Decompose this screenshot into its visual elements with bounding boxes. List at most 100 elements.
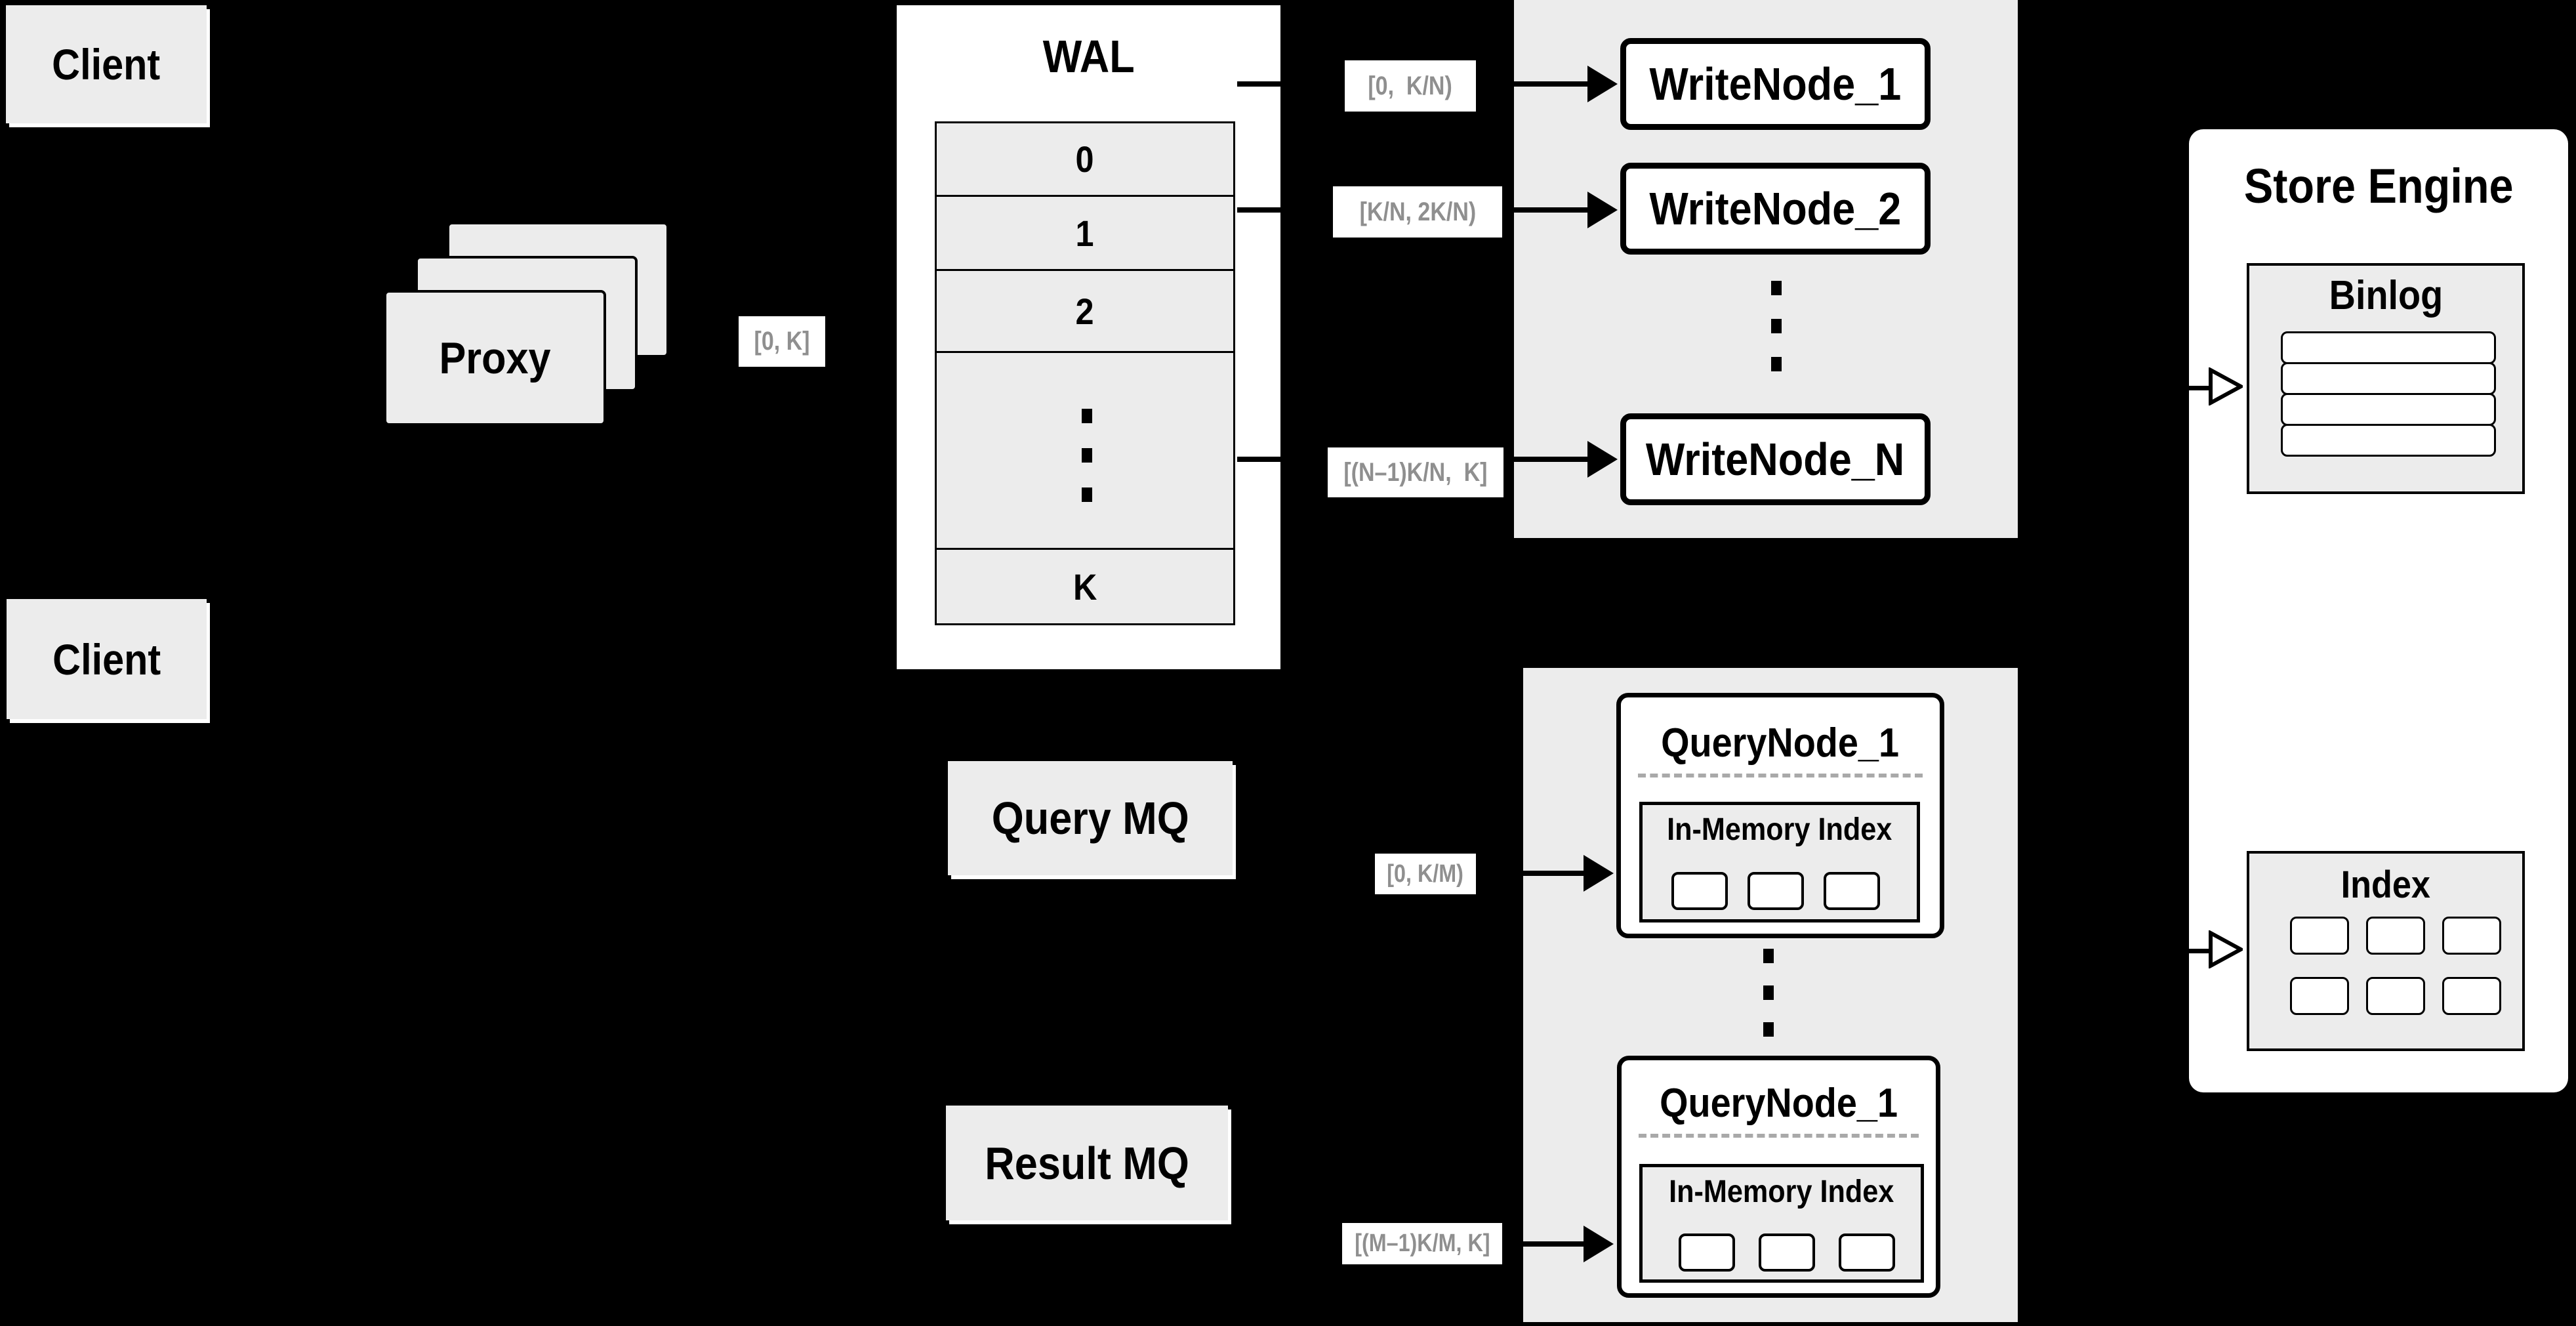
index-title-text: Index [2341, 863, 2431, 906]
ellipsis-dot [1082, 487, 1092, 502]
index-cell [2366, 977, 2425, 1015]
arrow-head-to-write-node-n [1587, 441, 1618, 478]
memory-segment-cell [1679, 1233, 1735, 1272]
wal-segment-2: 2 [1075, 290, 1095, 332]
wal-segment-0: 0 [1075, 138, 1095, 180]
binlog-title-text: Binlog [2329, 273, 2443, 318]
arrow-head-to-query-node-bottom [1584, 1226, 1614, 1262]
index-cell [2290, 977, 2349, 1015]
binlog-row [2281, 424, 2496, 457]
write-node-n-label: WriteNode_N [1646, 434, 1905, 485]
index-box: Index [2247, 851, 2525, 1051]
memory-segment-cell [1671, 872, 1728, 910]
range-chip-query-m-text: [(M–1)K/M, K] [1354, 1230, 1490, 1257]
in-memory-index-box-bottom: In-Memory Index [1639, 1164, 1924, 1283]
range-chip-write-1-text: [0, K/N) [1368, 71, 1453, 100]
wal-segment-row: 2 [935, 269, 1235, 353]
binlog-row [2281, 331, 2496, 364]
wal-segment-row: 1 [935, 195, 1235, 271]
range-chip-write-n-text: [(N–1)K/N, K] [1343, 457, 1488, 487]
hollow-arrow-head-binlog [2209, 367, 2243, 405]
arrow-line-to-query-node-bottom [1502, 1241, 1584, 1247]
proxy-box: Proxy [384, 290, 606, 426]
arrow-line-to-index [2125, 949, 2211, 953]
ellipsis-dot [1771, 281, 1782, 295]
range-chip-proxy-text: [0, K] [754, 327, 810, 356]
wal-segment-list: 0 1 2 K [935, 121, 1235, 625]
query-mq-label: Query MQ [991, 793, 1189, 844]
query-mq-box: Query MQ [948, 761, 1233, 875]
wal-box: WAL 0 1 2 K [897, 5, 1280, 669]
arrow-line-to-write-node-1 [1477, 81, 1589, 87]
client-box-bottom: Client [7, 599, 207, 719]
range-chip-write-n: [(N–1)K/N, K] [1328, 447, 1503, 497]
in-memory-index-title-top-text: In-Memory Index [1667, 812, 1892, 847]
memory-segment-cell [1748, 872, 1804, 910]
in-memory-index-box-top: In-Memory Index [1639, 802, 1920, 922]
wal-title-text: WAL [1042, 31, 1135, 82]
wal-out-line-3 [1237, 457, 1280, 462]
query-node-top-box: QueryNode_1 In-Memory Index [1616, 693, 1944, 938]
write-node-2-box: WriteNode_2 [1620, 163, 1931, 255]
wal-out-line-2 [1237, 207, 1280, 213]
store-engine-title: Store Engine [2189, 158, 2568, 214]
wal-segment-1: 1 [1075, 212, 1095, 254]
range-chip-write-2-text: [K/N, 2K/N) [1359, 197, 1476, 226]
range-chip-write-1: [0, K/N) [1345, 60, 1476, 112]
memory-segment-cell [1839, 1233, 1895, 1272]
in-memory-index-title-bottom: In-Memory Index [1643, 1174, 1921, 1210]
range-chip-query-m: [(M–1)K/M, K] [1342, 1223, 1502, 1264]
wal-segment-row: 0 [935, 121, 1235, 197]
query-node-top-title: QueryNode_1 [1621, 720, 1940, 766]
client-bottom-label: Client [52, 634, 161, 684]
wal-out-line-1 [1237, 81, 1280, 87]
ellipsis-dot [1763, 949, 1774, 963]
arrow-head-to-write-node-2 [1587, 192, 1618, 228]
wal-segment-k: K [1073, 566, 1097, 608]
ellipsis-dot [1771, 357, 1782, 371]
arrow-line-to-write-node-n [1505, 457, 1589, 462]
arrow-line-to-query-node-top [1476, 871, 1585, 876]
binlog-title: Binlog [2249, 272, 2522, 319]
arrow-head-to-write-node-1 [1587, 66, 1618, 102]
in-memory-index-title-bottom-text: In-Memory Index [1669, 1174, 1894, 1209]
range-chip-proxy: [0, K] [739, 316, 825, 367]
wal-segment-ellipsis-row [935, 351, 1235, 550]
query-node-bottom-title-text: QueryNode_1 [1660, 1081, 1898, 1126]
in-memory-index-title-top: In-Memory Index [1643, 812, 1917, 848]
result-mq-box: Result MQ [946, 1106, 1228, 1220]
binlog-row [2281, 393, 2496, 426]
range-chip-write-2: [K/N, 2K/N) [1333, 186, 1502, 238]
query-node-bottom-box: QueryNode_1 In-Memory Index [1617, 1056, 1940, 1298]
arrow-line-to-write-node-2 [1503, 207, 1589, 213]
index-cell [2442, 977, 2501, 1015]
index-title: Index [2249, 863, 2522, 907]
memory-segment-cell [1824, 872, 1880, 910]
store-engine-box: Store Engine Binlog Index [2189, 129, 2568, 1092]
wal-title: WAL [897, 30, 1280, 83]
wal-segment-row: K [935, 548, 1235, 625]
index-cell [2442, 917, 2501, 955]
index-cell [2366, 917, 2425, 955]
arrow-line-to-binlog [2125, 386, 2211, 390]
proxy-label: Proxy [439, 333, 551, 383]
binlog-box: Binlog [2247, 263, 2525, 494]
ellipsis-dot [1082, 448, 1092, 463]
range-chip-query-1: [0, K/M) [1375, 854, 1476, 894]
dashed-divider [1639, 1134, 1919, 1138]
hollow-arrow-head-index [2209, 930, 2243, 968]
ellipsis-dot [1763, 1022, 1774, 1037]
write-node-2-label: WriteNode_2 [1649, 183, 1902, 234]
ellipsis-dot [1771, 319, 1782, 333]
client-top-label: Client [52, 40, 161, 89]
arrow-head-to-query-node-top [1584, 855, 1614, 892]
dashed-divider [1638, 774, 1923, 777]
store-engine-title-text: Store Engine [2243, 159, 2514, 213]
memory-segment-cell [1759, 1233, 1815, 1272]
query-node-bottom-title: QueryNode_1 [1622, 1080, 1936, 1127]
query-node-top-title-text: QueryNode_1 [1661, 720, 1900, 766]
ellipsis-dot [1082, 409, 1092, 423]
index-cell [2290, 917, 2349, 955]
binlog-row [2281, 362, 2496, 395]
